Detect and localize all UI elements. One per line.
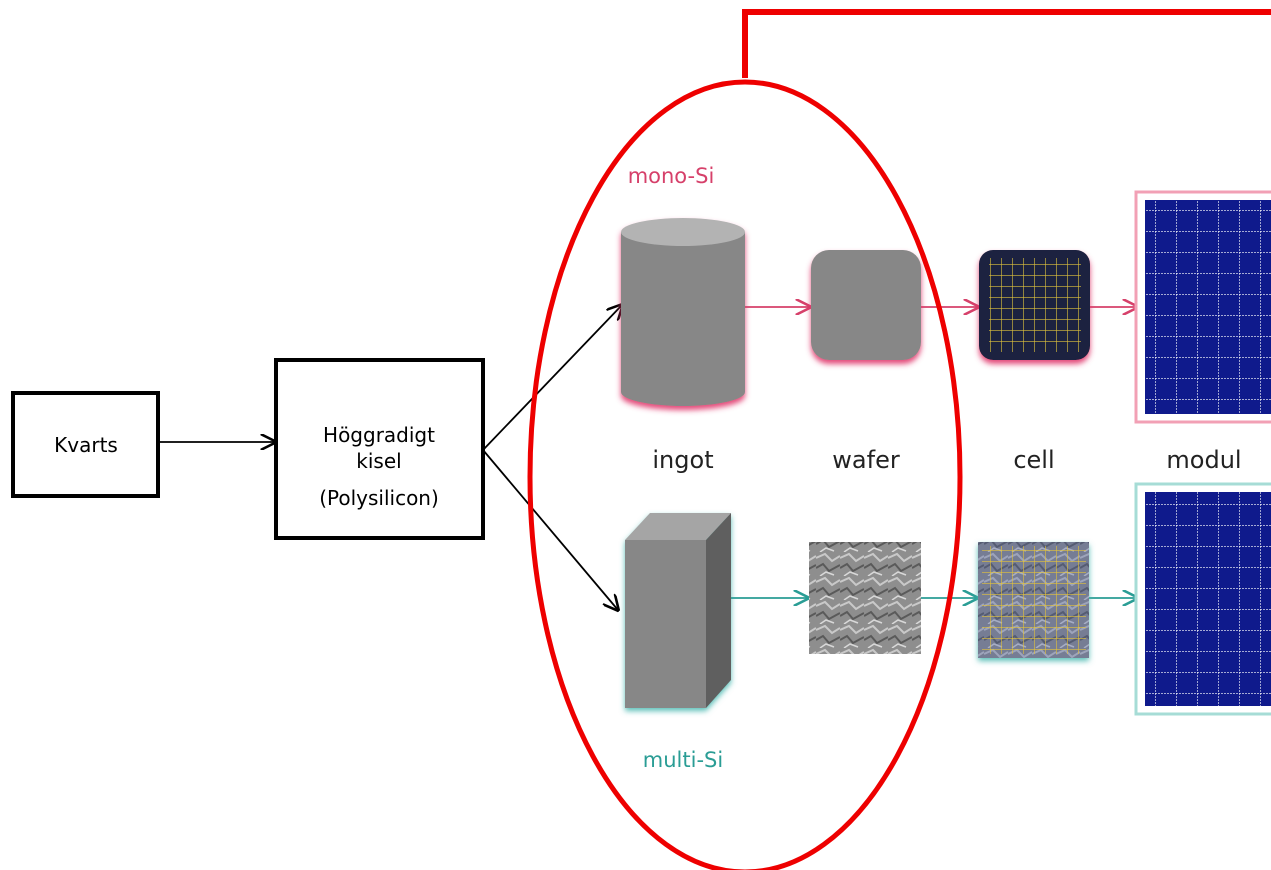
arrow-polysilicon-to-mono-ingot — [482, 305, 622, 451]
stage-label-ingot: ingot — [652, 446, 713, 474]
stage-label-cell: cell — [1013, 446, 1054, 474]
mono-wafer — [811, 250, 921, 360]
multi-wafer — [809, 542, 921, 654]
multi-si-label: multi-Si — [643, 748, 723, 772]
highlight-ellipse — [527, 79, 963, 870]
multi-module-panel — [1134, 482, 1271, 716]
polysilicon-box — [274, 358, 485, 540]
polysilicon-label-line1: Höggradigt — [323, 423, 435, 447]
stage-label-wafer: wafer — [832, 446, 900, 474]
mono-module-panel — [1134, 190, 1271, 424]
arrow-polysilicon-to-multi-ingot — [482, 449, 618, 610]
highlight-connector-line — [742, 9, 1271, 78]
polysilicon-label-line3: (Polysilicon) — [319, 486, 439, 510]
quartz-label: Kvarts — [54, 433, 118, 457]
stage-label-module: modul — [1166, 446, 1241, 474]
mono-cell — [979, 250, 1090, 360]
mono-ingot-cylinder — [621, 218, 745, 406]
polysilicon-label-line2: kisel — [356, 449, 401, 473]
mono-si-label: mono-Si — [628, 164, 715, 188]
quartz-box — [11, 391, 160, 498]
multi-ingot-block — [625, 513, 731, 708]
multi-cell — [978, 542, 1089, 658]
